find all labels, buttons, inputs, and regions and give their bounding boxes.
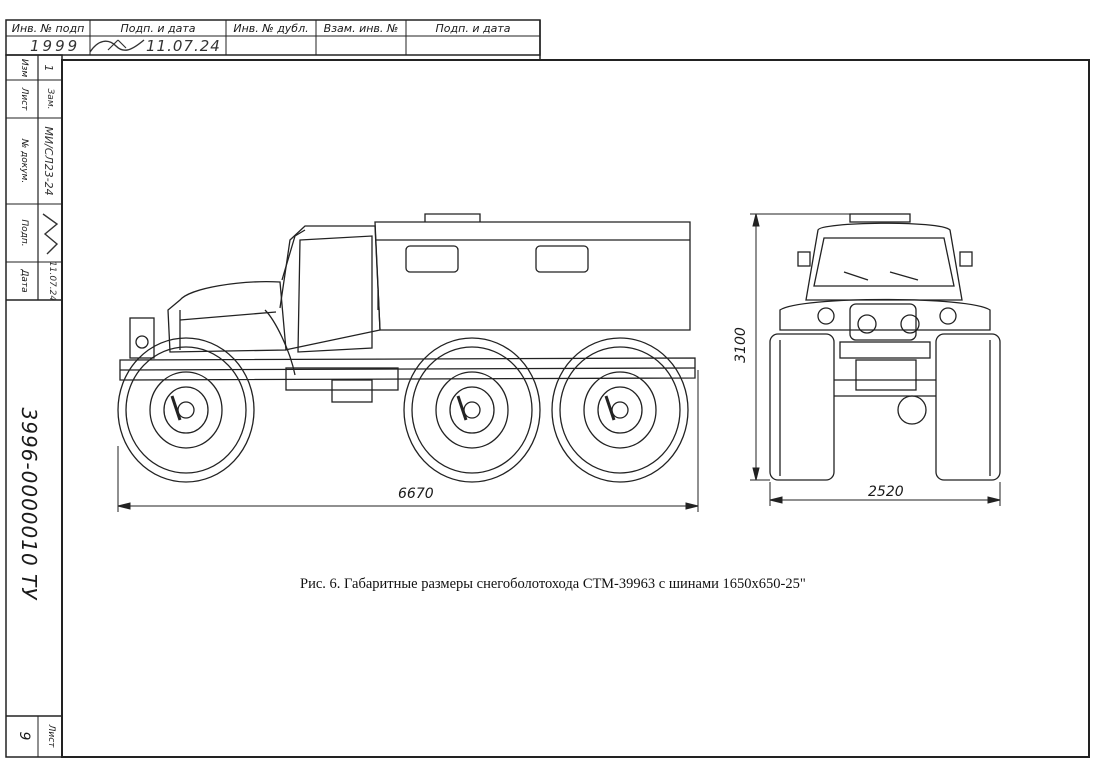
document-code: 3996-0000010 ТУ	[17, 407, 41, 601]
rev-label-dokum: № докум.	[19, 138, 29, 184]
header-inv-podp: Инв. № подп	[11, 22, 85, 35]
width-dimension: 2520	[868, 484, 904, 500]
rev-value-izm: 1	[42, 64, 55, 72]
sheet-number: 9	[16, 731, 32, 741]
sheet-label: Лист	[46, 724, 56, 748]
rev-label-data: Дата	[19, 269, 29, 293]
header-inv-dubl: Инв. № дубл.	[233, 22, 309, 35]
figure-caption: Рис. 6. Габаритные размеры снегоболотохо…	[300, 576, 806, 592]
rev-value-dokum: МИ/СЛ23-24	[42, 126, 55, 196]
height-dimension: 3100	[733, 327, 749, 363]
rev-label-list: Лист	[19, 87, 29, 111]
header-vzam-inv: Взам. инв. №	[323, 22, 399, 35]
header-podp-data-2: Подп. и дата	[435, 22, 511, 35]
vehicle-front-view	[750, 213, 1001, 506]
signature-date: 11.07.24	[146, 37, 221, 55]
vehicle-side-view	[117, 213, 699, 512]
signature-mark	[89, 39, 145, 53]
revision-signature-mark	[42, 213, 59, 255]
rev-label-podp: Подп.	[19, 219, 29, 247]
rev-value-list: Зам.	[45, 88, 55, 110]
length-dimension: 6670	[398, 486, 434, 502]
header-podp-data-1: Подп. и дата	[120, 22, 196, 35]
rev-value-data: 11.07.24	[47, 261, 57, 302]
rev-label-izm: Изм	[19, 58, 29, 78]
inv-number: 1999	[30, 37, 81, 55]
